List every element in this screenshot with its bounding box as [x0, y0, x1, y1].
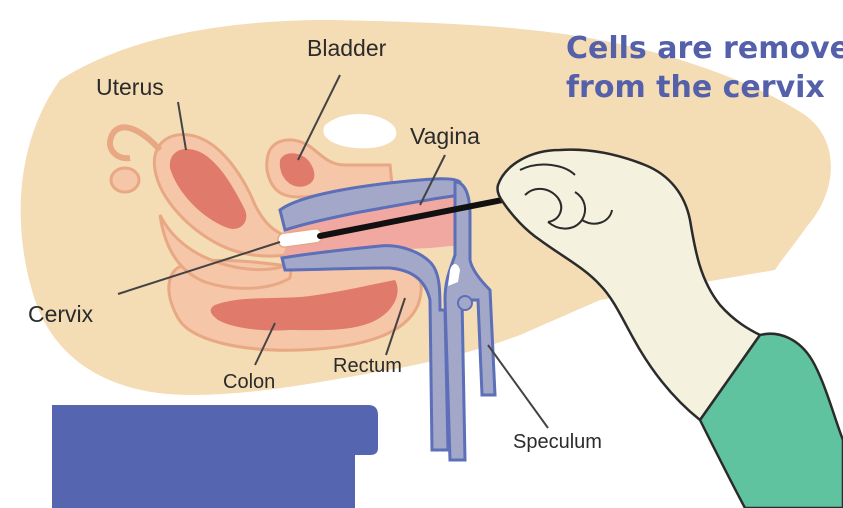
title-line-1: Cells are removed — [566, 31, 843, 66]
label-cervix: Cervix — [28, 301, 94, 327]
label-colon: Colon — [223, 371, 275, 393]
label-rectum: Rectum — [333, 355, 402, 377]
label-vagina: Vagina — [410, 123, 480, 149]
label-speculum: Speculum — [513, 431, 602, 453]
title-line-2: from the cervix — [566, 70, 825, 105]
exam-table — [52, 405, 378, 508]
label-bladder: Bladder — [307, 35, 387, 61]
leader-speculum — [488, 345, 548, 428]
label-uterus: Uterus — [96, 74, 164, 100]
